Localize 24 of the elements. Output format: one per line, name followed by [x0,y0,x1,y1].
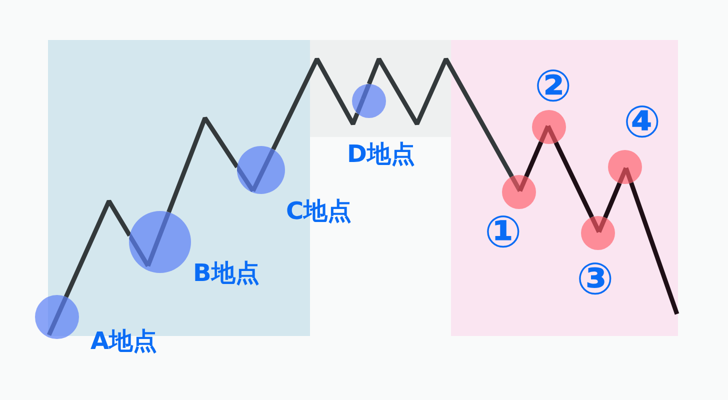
zigzag-line [603,182,622,218]
zigzag-line [64,198,132,298]
zigzag-line [271,56,360,150]
highlight-circle [532,110,566,144]
circled-number: ① [484,211,522,255]
circled-number: ③ [576,258,614,302]
point-label: C地点 [286,199,352,223]
circled-number: ④ [624,101,661,145]
highlight-circle [129,211,191,273]
zigzag-line [524,141,544,178]
zigzag-line [554,142,594,218]
point-label: A地点 [90,329,158,353]
highlight-circle [352,84,386,118]
highlight-circle [581,216,615,250]
circled-number: ② [534,65,572,109]
zigzag-line [366,56,514,178]
highlight-circle [237,146,285,194]
highlight-circle [608,150,642,184]
point-label: D地点 [347,142,415,166]
zigzag-line [629,182,680,315]
point-label: B地点 [193,261,260,285]
zigzag-line [166,116,240,214]
highlight-circle [502,175,536,209]
highlight-circle [35,295,79,339]
